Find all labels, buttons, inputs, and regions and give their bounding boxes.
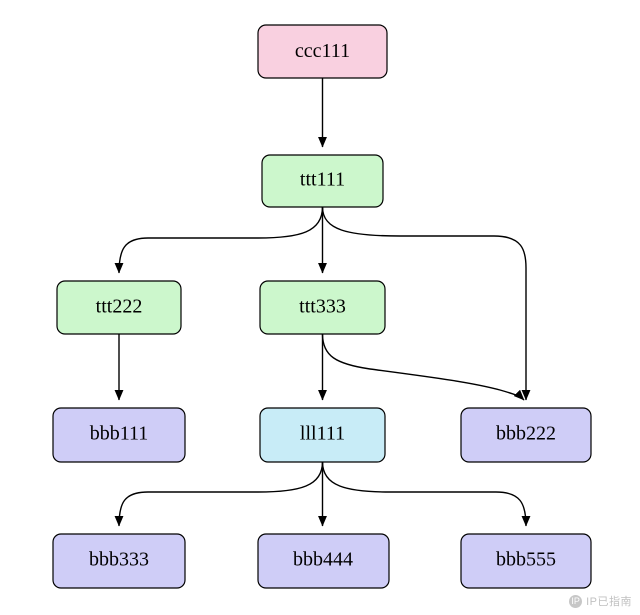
node-bbb444[interactable]: bbb444 xyxy=(257,533,390,589)
node-ttt222[interactable]: ttt222 xyxy=(56,280,182,335)
edge-lll111-bbb555 xyxy=(321,461,531,527)
edge-ttt111-bbb222 xyxy=(321,206,531,401)
node-bbb333[interactable]: bbb333 xyxy=(52,533,186,589)
watermark-logo-icon: IP xyxy=(569,594,583,608)
edge-ttt111-ttt222 xyxy=(114,206,324,274)
node-ccc111[interactable]: ccc111 xyxy=(257,24,388,79)
node-ttt333[interactable]: ttt333 xyxy=(259,280,386,335)
watermark-label: IP已指南 xyxy=(586,596,632,608)
node-bbb555[interactable]: bbb555 xyxy=(460,533,592,589)
node-bbb222[interactable]: bbb222 xyxy=(460,407,592,463)
node-bbb111[interactable]: bbb111 xyxy=(52,407,186,463)
watermark: IP IP已指南 xyxy=(569,593,632,609)
edge-lll111-bbb333 xyxy=(114,461,324,527)
edge-ttt333-bbb222 xyxy=(321,333,525,401)
node-lll111[interactable]: lll111 xyxy=(259,407,386,463)
edges-layer xyxy=(114,78,531,527)
node-ttt111[interactable]: ttt111 xyxy=(261,154,384,208)
